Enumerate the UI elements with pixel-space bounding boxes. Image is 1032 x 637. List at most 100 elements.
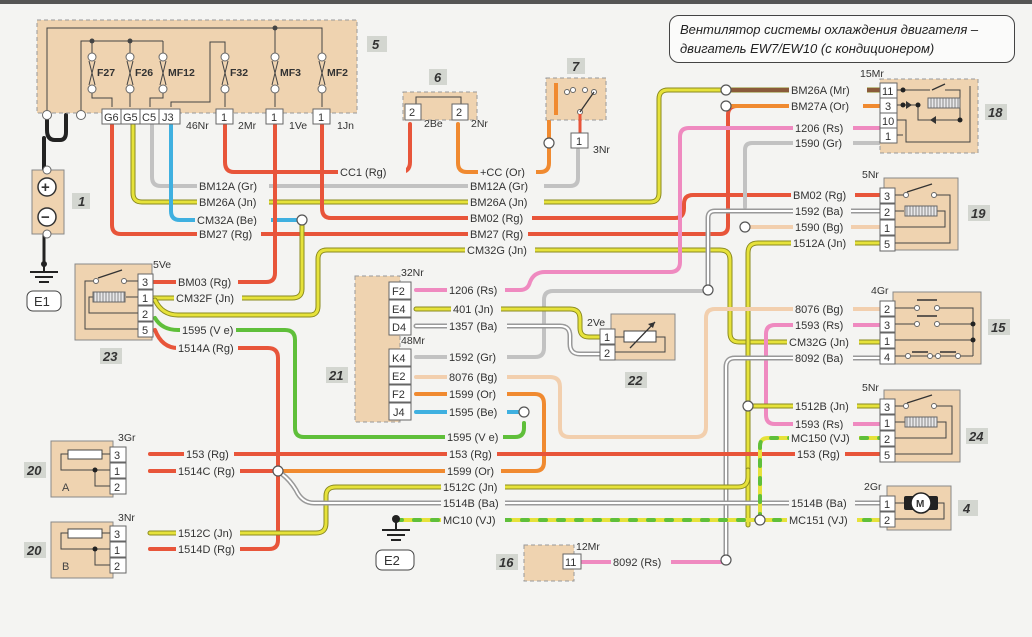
pin-2: 2 — [114, 482, 120, 494]
wire-cc1 — [223, 122, 412, 174]
wire-8076 — [414, 307, 882, 439]
label-cm32g-right: CM32G (Jn) — [789, 337, 849, 349]
connector-1jn: 1Jn — [337, 120, 354, 132]
label-mc150: MC150 (VJ) — [791, 433, 850, 445]
component-number-21: 21 — [328, 368, 343, 383]
pin-2-2nr: 2 — [456, 107, 462, 119]
label-cm32f: CM32F (Jn) — [176, 293, 234, 305]
title-line-1: Вентилятор системы охлаждения двигателя … — [680, 22, 979, 37]
ground-e1-label: E1 — [34, 294, 50, 309]
pin-g5: G5 — [123, 112, 138, 124]
pin-3: 3 — [884, 320, 890, 332]
pin-f2-top: F2 — [392, 286, 405, 298]
resistor-letter-a: A — [62, 482, 70, 494]
pin-3: 3 — [884, 191, 890, 203]
component-7-switch: 1 3Nr 7 — [545, 58, 610, 156]
minus-icon: − — [41, 209, 50, 226]
label-153-left: 153 (Rg) — [186, 449, 229, 461]
connector-12mr: 12Mr — [576, 541, 600, 553]
connector-5nr-19: 5Nr — [862, 169, 879, 181]
fuse-f32: F32 — [230, 67, 248, 79]
pin-11: 11 — [882, 86, 893, 98]
pin-1: 1 — [884, 336, 890, 348]
label-bm02-right: BM02 (Rg) — [793, 190, 846, 202]
pin-1: 1 — [884, 223, 890, 235]
label-1590-bg: 1590 (Bg) — [795, 222, 843, 234]
label-1357: 1357 (Ba) — [449, 321, 497, 333]
label-bm03: BM03 (Rg) — [178, 277, 231, 289]
label-bm26a-left: BM26A (Jn) — [199, 197, 256, 209]
connector-1ve: 1Ve — [289, 120, 307, 132]
label-1595-ve-b: 1595 (V e) — [447, 432, 498, 444]
pin-c5: C5 — [142, 112, 156, 124]
wire-1593 — [764, 323, 882, 426]
component-number-16: 16 — [499, 555, 514, 570]
connector-32nr: 32Nr — [401, 267, 424, 279]
component-number-18: 18 — [988, 105, 1003, 120]
pin-5: 5 — [884, 450, 890, 462]
ground-e1: E1 — [26, 261, 62, 312]
connector-3gr: 3Gr — [118, 432, 136, 444]
label-1599-left: 1599 (Or) — [449, 389, 496, 401]
component-6: 2 2 2Be 2Nr 6 — [402, 69, 488, 130]
wire-cm32a — [169, 123, 304, 222]
pin-3: 3 — [884, 402, 890, 414]
wire-bm12a — [150, 123, 580, 188]
pin-2: 2 — [884, 304, 890, 316]
component-number-1: 1 — [78, 194, 85, 209]
label-1592-gr: 1592 (Gr) — [449, 352, 496, 364]
wire-1599 — [148, 392, 546, 473]
wire-401 — [413, 306, 603, 340]
label-1595-ve-a: 1595 (V e) — [182, 325, 233, 337]
wire-battery-black — [42, 113, 68, 172]
label-1592-ba: 1592 (Ba) — [795, 206, 843, 218]
fuse-f27: F27 — [97, 67, 115, 79]
pin-5: 5 — [142, 325, 148, 337]
component-22-temp-sensor: 2Ve 1 2 22 — [587, 313, 676, 388]
junction — [272, 465, 284, 477]
pin-1-3nr: 1 — [576, 136, 582, 148]
connector-2be: 2Be — [424, 118, 443, 130]
component-5-fuse-box: F27 F26 MF12 F32 MF3 MF2 G6 G5 C5 J3 1 1… — [36, 19, 387, 132]
pin-e2: E2 — [392, 371, 405, 383]
pin-11: 11 — [565, 557, 576, 569]
pin-2: 2 — [142, 309, 148, 321]
pin-1: 1 — [142, 293, 148, 305]
label-1512a: 1512A (Jn) — [793, 238, 846, 250]
pin-3: 3 — [142, 277, 148, 289]
component-20a-resistor: 3Gr 3 1 2 A 20 — [24, 432, 136, 498]
junction — [296, 214, 308, 226]
label-bm26a-mid: BM26A (Jn) — [470, 197, 527, 209]
label-1512b: 1512B (Jn) — [795, 401, 849, 413]
pin-1-1ve: 1 — [271, 112, 277, 124]
connector-2gr: 2Gr — [864, 481, 882, 493]
junction — [754, 514, 766, 526]
label-cc1: CC1 (Rg) — [340, 167, 386, 179]
pin-1: 1 — [884, 418, 890, 430]
connector-4gr: 4Gr — [871, 285, 889, 297]
wire-1590-gr — [743, 141, 882, 209]
component-1-battery: + − 1 — [31, 165, 90, 239]
component-20b-resistor: 3Nr 3 1 2 B 20 — [24, 512, 135, 579]
label-1512c-mid: 1512C (Jn) — [443, 482, 497, 494]
label-cm32g-mid: CM32G (Jn) — [467, 245, 527, 257]
wire-bm03 — [148, 123, 277, 284]
component-number-7: 7 — [572, 59, 580, 74]
component-4-fan-motor: 2Gr 1 2 M 4 — [864, 481, 978, 531]
ground-e2: E2 — [375, 515, 415, 571]
pin-f2-bottom: F2 — [392, 389, 405, 401]
component-21-ecu: 32Nr 48Mr F2 E4 D4 K4 E2 F2 J4 21 — [326, 267, 425, 423]
label-8076-left: 8076 (Bg) — [449, 372, 497, 384]
junction — [742, 400, 754, 412]
plus-icon: + — [41, 179, 50, 196]
component-number-6: 6 — [434, 70, 442, 85]
label-8092-ba: 8092 (Ba) — [795, 353, 843, 365]
component-number-22: 22 — [627, 373, 643, 388]
pin-2: 2 — [114, 561, 120, 573]
ground-e2-label: E2 — [384, 553, 400, 568]
label-8076-right: 8076 (Bg) — [795, 304, 843, 316]
label-1595-be: 1595 (Be) — [449, 407, 497, 419]
wire-1595-ve — [153, 316, 526, 439]
label-1514b-right: 1514B (Ba) — [791, 498, 847, 510]
pin-2: 2 — [884, 207, 890, 219]
